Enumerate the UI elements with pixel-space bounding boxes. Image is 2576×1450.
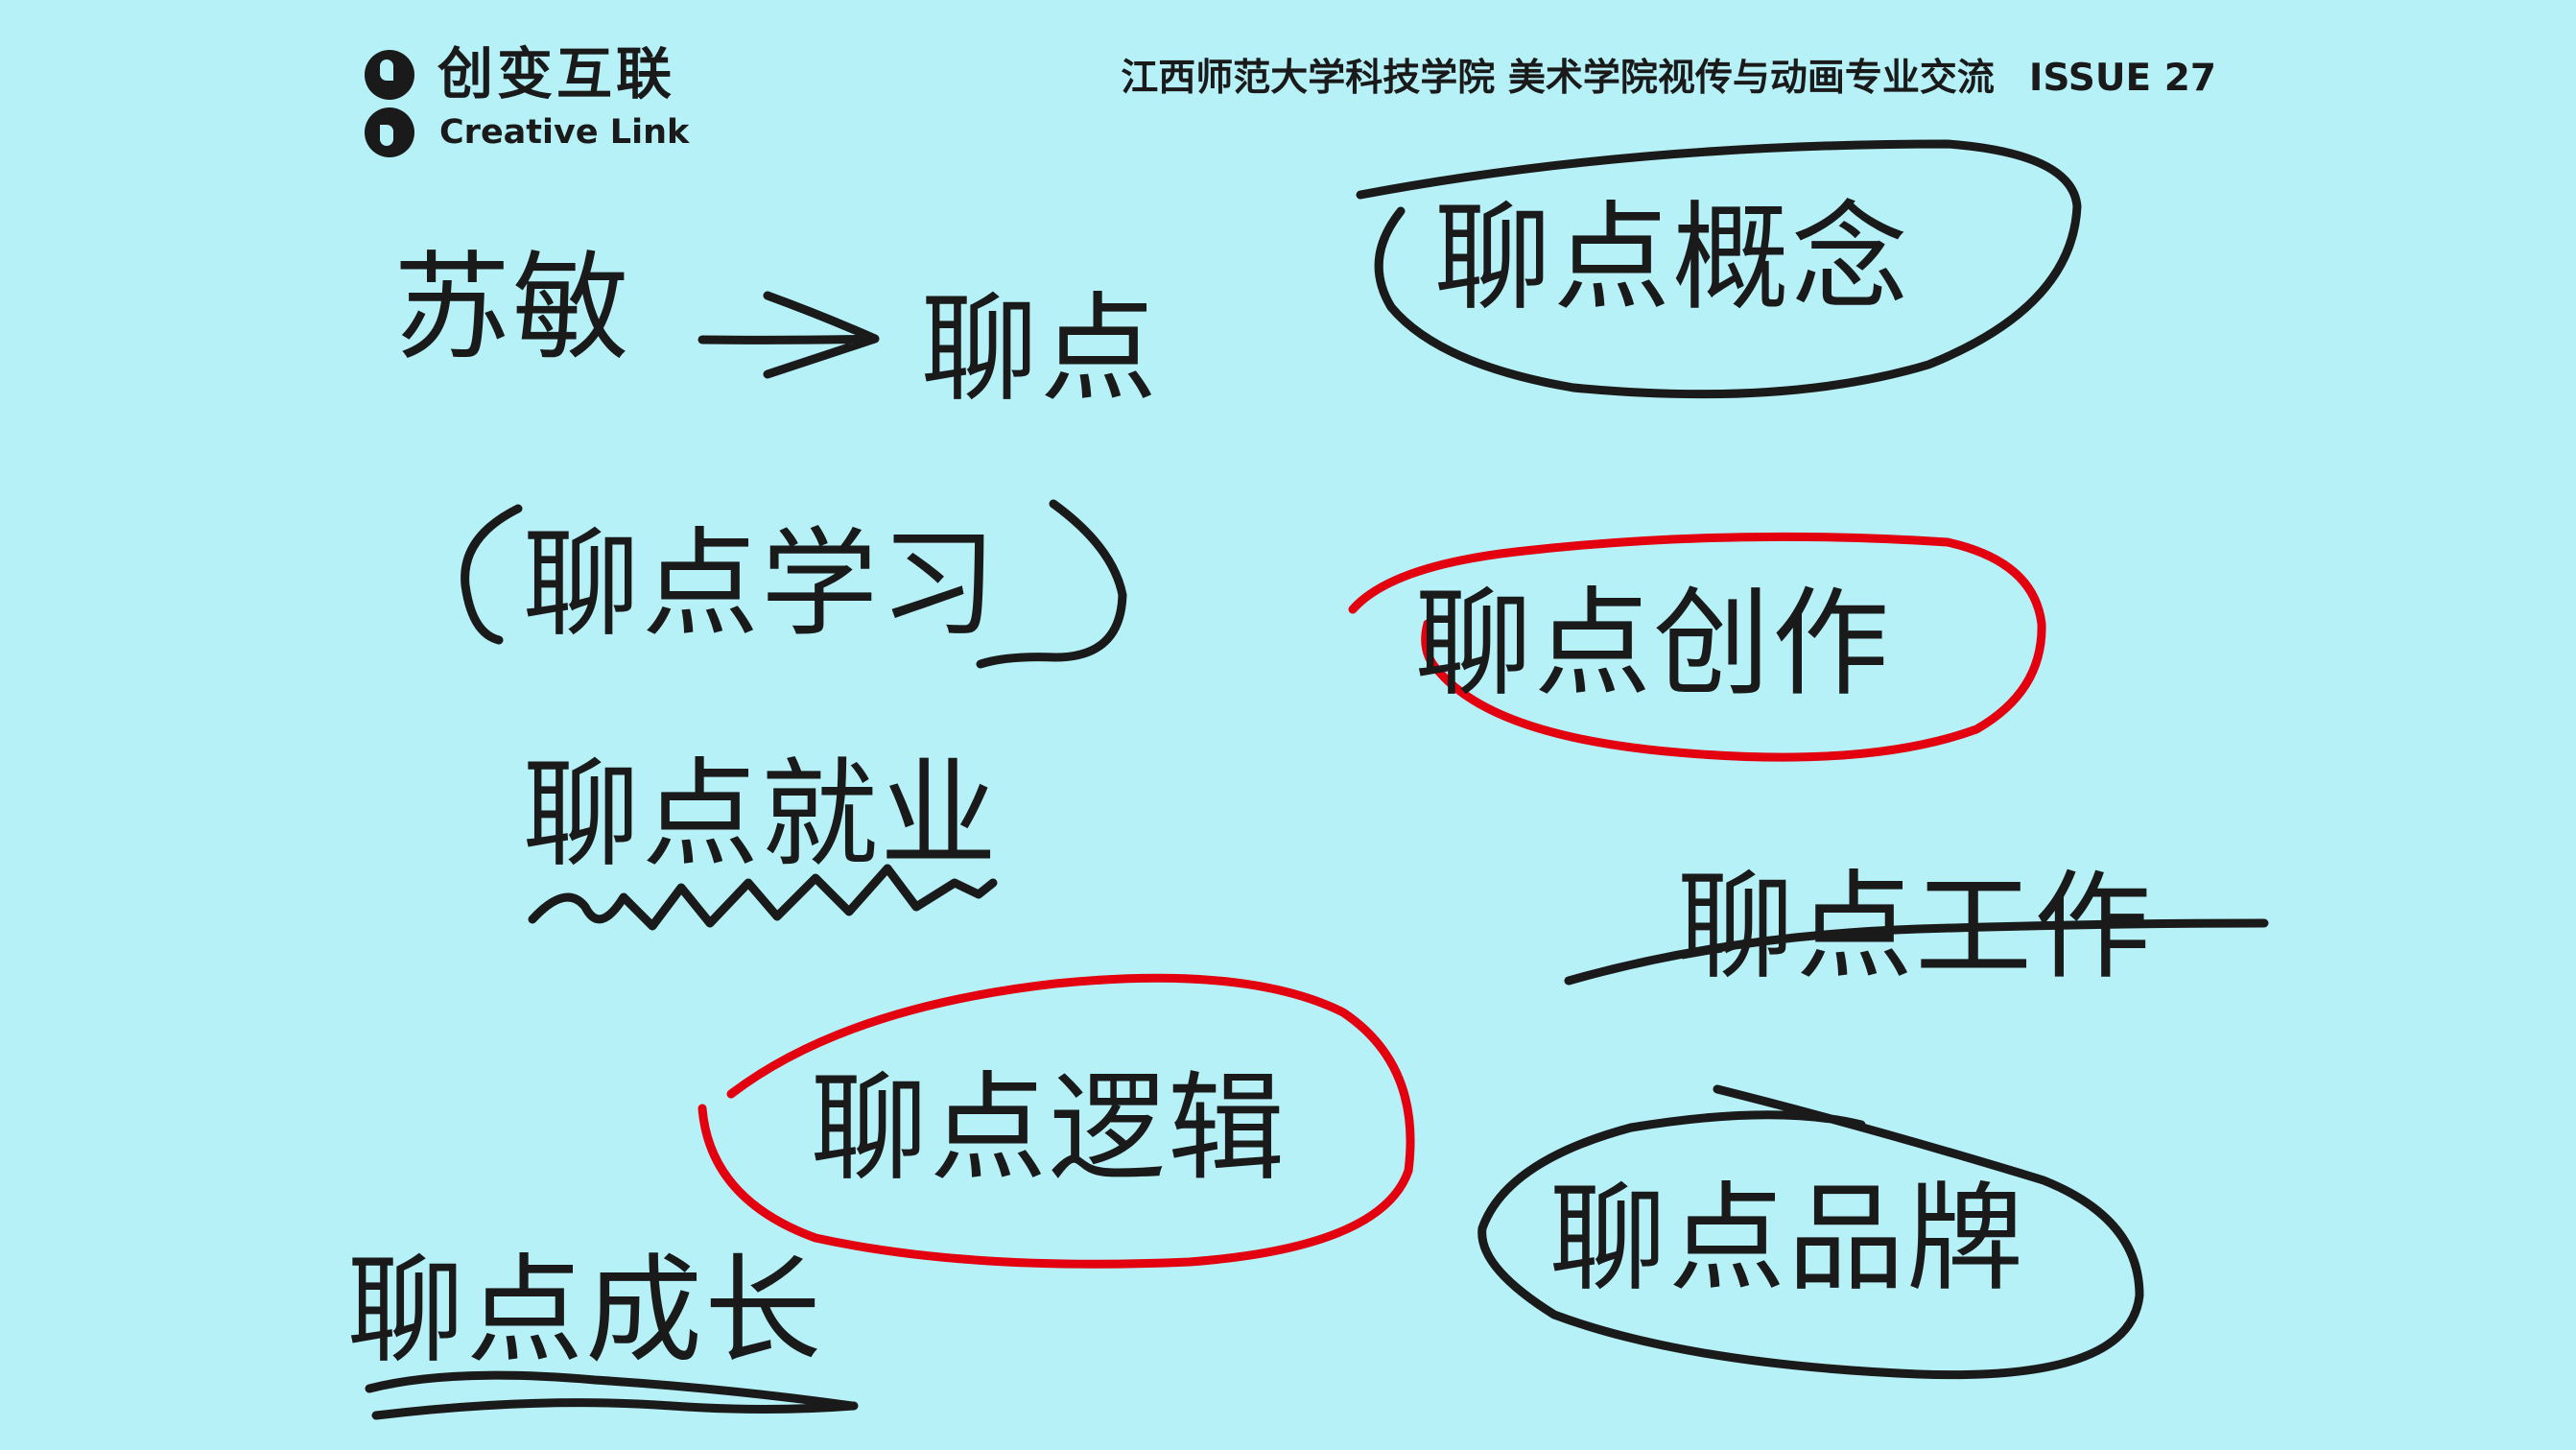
study-left-paren bbox=[461, 504, 523, 645]
word-create: 聊点创作 bbox=[1415, 576, 1891, 712]
word-growth: 聊点成长 bbox=[347, 1243, 823, 1379]
word-work: 聊点工作 bbox=[1677, 859, 2153, 995]
word-concept: 聊点概念 bbox=[1434, 190, 1910, 326]
header-info: 江西师范大学科技学院 美术学院视传与动画专业交流 ISSUE 27 bbox=[1121, 59, 2216, 97]
word-liaodian: 聊点 bbox=[921, 281, 1159, 417]
word-su-min: 苏敏 bbox=[393, 240, 631, 376]
growth-underline bbox=[365, 1370, 859, 1420]
logo-quote-bottom-icon bbox=[365, 107, 414, 157]
header-subtitle: 江西师范大学科技学院 美术学院视传与动画专业交流 bbox=[1121, 57, 1995, 100]
brand-name-cn: 创变互联 bbox=[437, 41, 676, 107]
arrow-icon bbox=[697, 291, 880, 379]
logo-icon bbox=[365, 50, 414, 157]
study-right-paren bbox=[976, 499, 1127, 669]
word-brand: 聊点品牌 bbox=[1549, 1171, 2025, 1307]
word-logic: 聊点逻辑 bbox=[811, 1060, 1287, 1197]
logo-quote-top-icon bbox=[365, 50, 414, 100]
word-employ: 聊点就业 bbox=[523, 747, 999, 883]
word-study: 聊点学习 bbox=[523, 516, 999, 653]
brand-name-en: Creative Link bbox=[439, 113, 690, 152]
issue-number: ISSUE 27 bbox=[2028, 57, 2216, 100]
